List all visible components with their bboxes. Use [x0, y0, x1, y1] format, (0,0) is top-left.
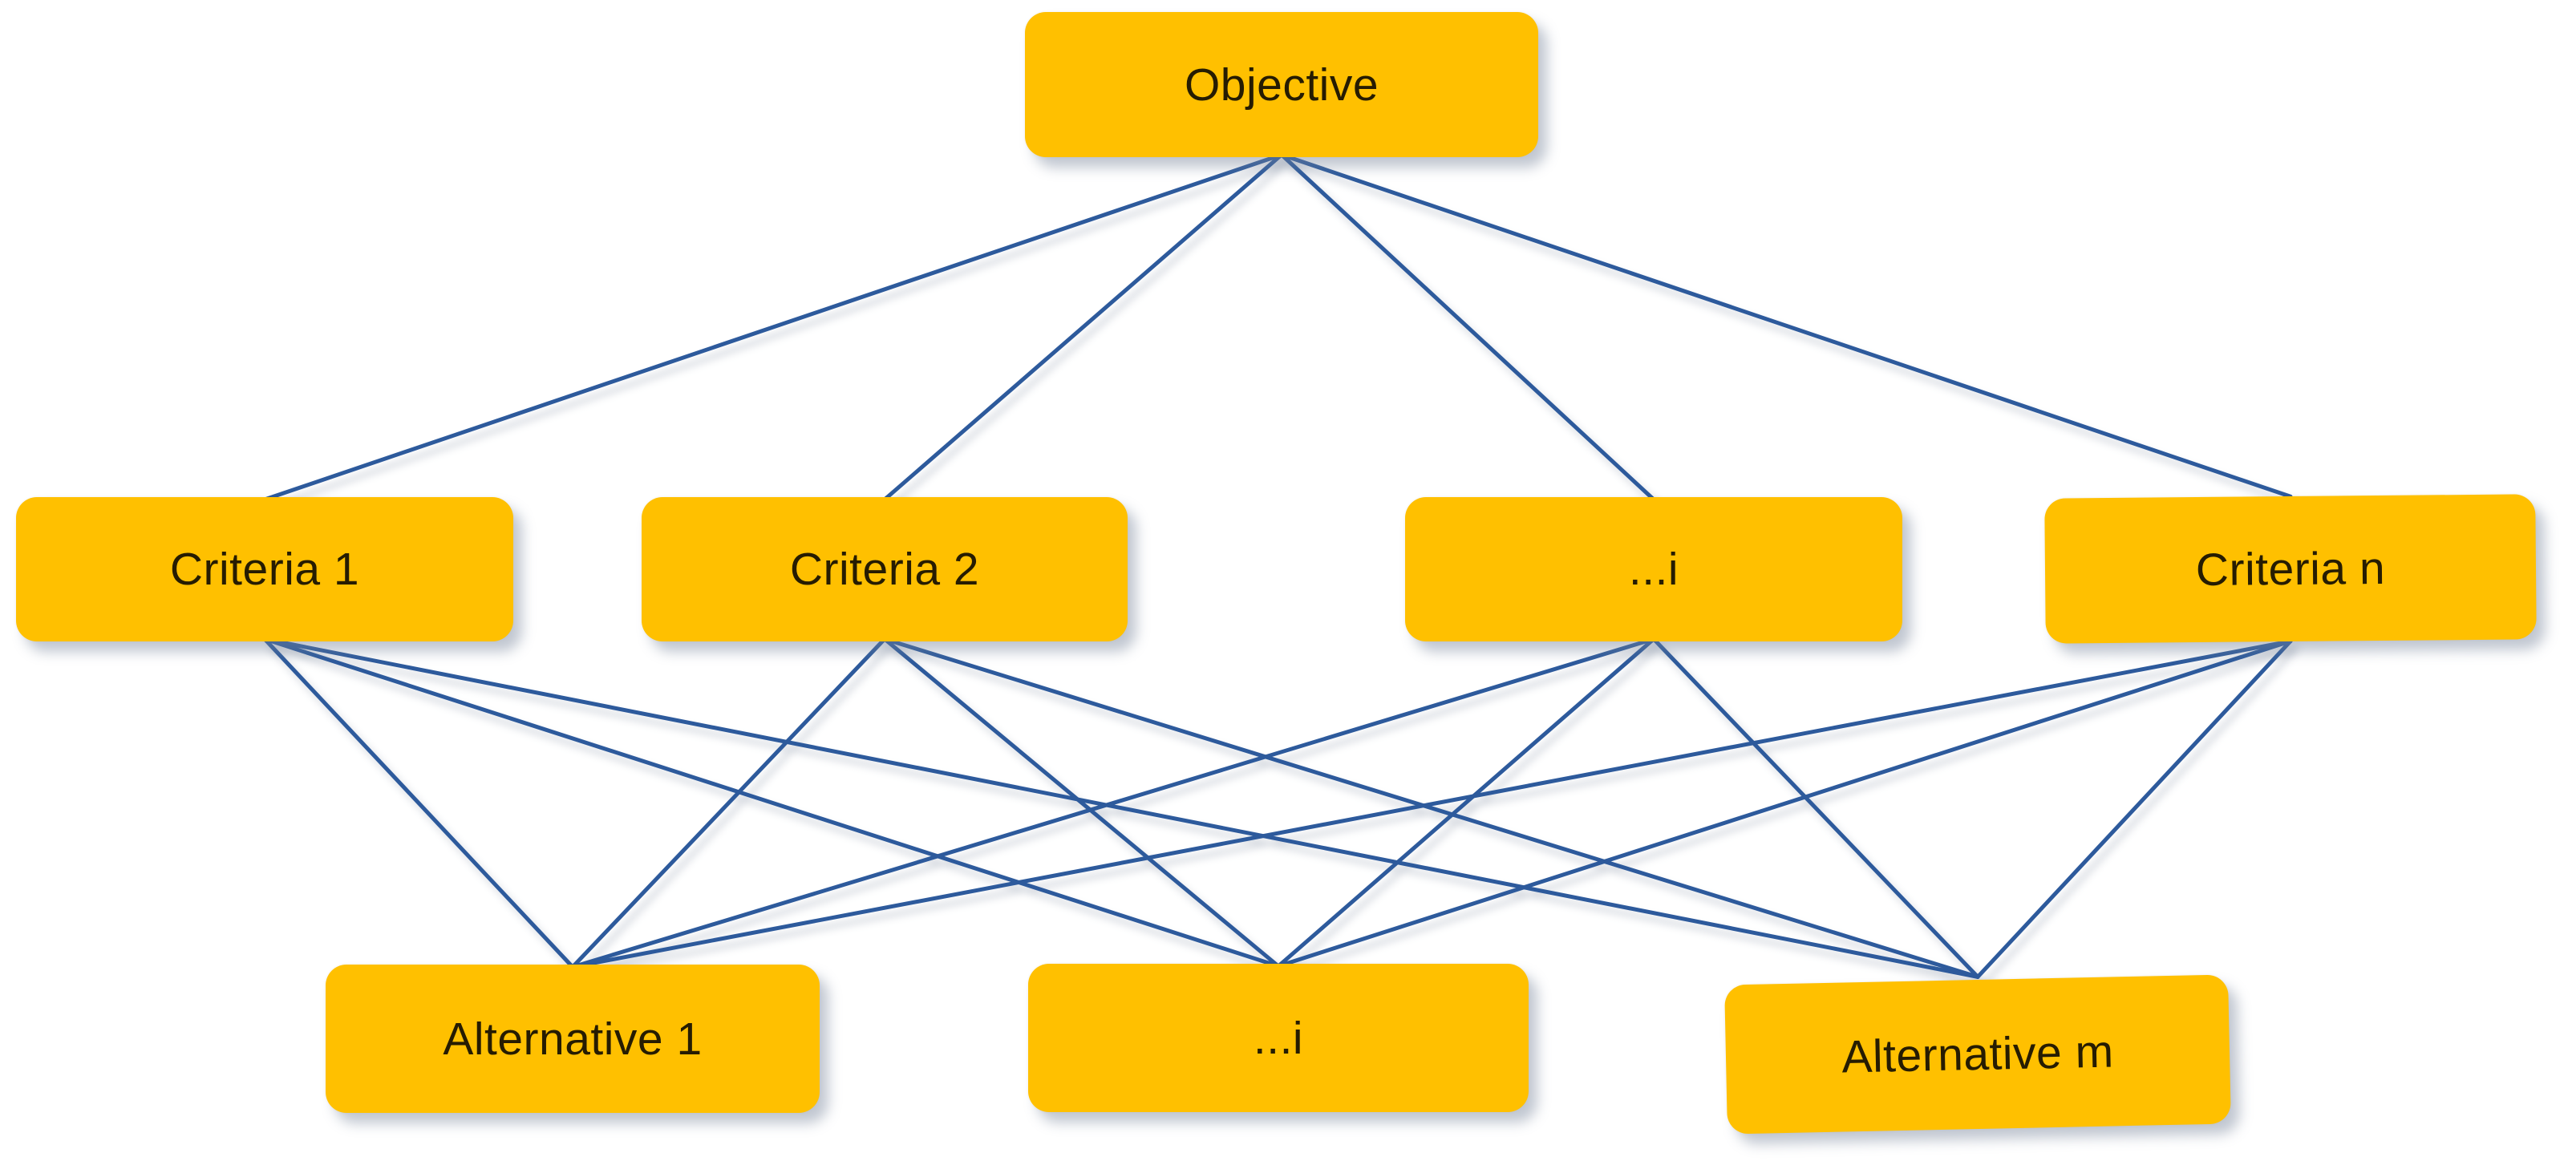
node-criteria-1-label: Criteria 1	[169, 544, 360, 595]
node-objective: Objective	[1025, 12, 1538, 157]
edge-c1-am	[262, 637, 1980, 979]
node-criteria-2-label: Criteria 2	[789, 544, 980, 595]
edge-objective-ci	[1279, 152, 1656, 502]
edge-c1-ai	[262, 637, 1281, 969]
node-alternative-1-label: Alternative 1	[443, 1013, 703, 1065]
edge-c2-a1	[570, 637, 887, 969]
edge-cn-a1	[570, 639, 2293, 969]
node-alternative-m: Alternative m	[1724, 974, 2231, 1135]
node-objective-label: Objective	[1184, 59, 1379, 111]
edge-objective-cn	[1279, 152, 2293, 499]
node-criteria-n-label: Criteria n	[2195, 542, 2386, 596]
edge-ci-a1	[570, 637, 1656, 969]
node-criteria-ellipsis-i: ...i	[1405, 497, 1902, 641]
node-criteria-2: Criteria 2	[642, 497, 1128, 641]
edge-cn-am	[1975, 639, 2293, 979]
edge-cn-ai	[1276, 639, 2293, 969]
node-alternative-ellipsis-i: ...i	[1028, 964, 1529, 1112]
node-criteria-ellipsis-i-label: ...i	[1628, 544, 1679, 595]
edge-c2-ai	[882, 637, 1281, 969]
edge-ci-ai	[1276, 637, 1656, 969]
edge-objective-c1	[262, 152, 1284, 502]
edge-objective-c2	[882, 152, 1284, 502]
edge-c2-am	[882, 637, 1980, 979]
node-alternative-ellipsis-i-label: ...i	[1253, 1012, 1304, 1064]
node-alternative-m-label: Alternative m	[1841, 1025, 2115, 1083]
edge-c1-a1	[262, 637, 575, 969]
node-alternative-1: Alternative 1	[326, 965, 820, 1113]
node-criteria-1: Criteria 1	[16, 497, 513, 641]
edge-ci-am	[1651, 637, 1980, 979]
node-criteria-n: Criteria n	[2044, 494, 2537, 644]
